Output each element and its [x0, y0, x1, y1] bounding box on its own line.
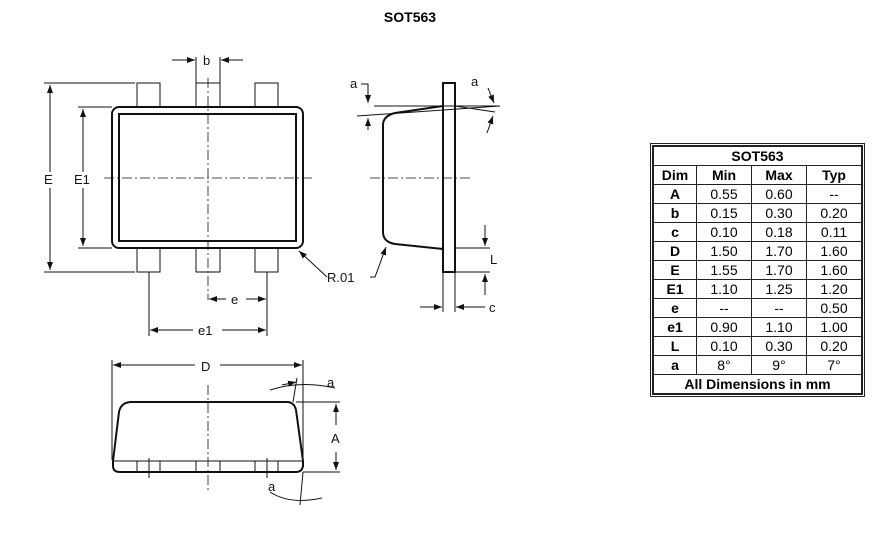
value-cell: 0.10	[696, 336, 752, 356]
value-cell: 8°	[696, 355, 752, 375]
value-cell: 0.18	[751, 222, 807, 242]
value-cell: 1.50	[696, 241, 752, 261]
dim-cell: a	[652, 355, 697, 375]
value-cell: 0.20	[806, 336, 863, 356]
angle-label-a-top: a	[327, 375, 335, 390]
side-view: a a L c	[350, 74, 501, 315]
table-title: SOT563	[652, 145, 863, 166]
angle-label-a-bottom: a	[268, 479, 276, 494]
front-view: D A a a	[111, 359, 340, 506]
value-cell: 1.20	[806, 279, 863, 299]
value-cell: 1.10	[751, 317, 807, 337]
value-cell: 0.10	[696, 222, 752, 242]
dim-label-D: D	[201, 359, 210, 374]
dim-cell: e	[652, 298, 697, 318]
dim-cell: c	[652, 222, 697, 242]
value-cell: 1.60	[806, 260, 863, 280]
dim-label-E1: E1	[74, 172, 90, 187]
value-cell: 0.60	[751, 184, 807, 204]
value-cell: 0.50	[806, 298, 863, 318]
value-cell: 0.11	[806, 222, 863, 242]
dim-cell: b	[652, 203, 697, 223]
dim-cell: E1	[652, 279, 697, 299]
column-header: Dim	[652, 165, 697, 185]
value-cell: 0.15	[696, 203, 752, 223]
value-cell: 0.55	[696, 184, 752, 204]
value-cell: 1.10	[696, 279, 752, 299]
value-cell: --	[751, 298, 807, 318]
value-cell: 7°	[806, 355, 863, 375]
value-cell: 9°	[751, 355, 807, 375]
column-header: Max	[751, 165, 807, 185]
dim-label-c: c	[489, 300, 496, 315]
value-cell: 1.00	[806, 317, 863, 337]
top-view: E E1 b e e1 R.01	[44, 53, 470, 338]
dim-label-L: L	[490, 252, 497, 267]
value-cell: 0.90	[696, 317, 752, 337]
value-cell: 0.20	[806, 203, 863, 223]
value-cell: 1.70	[751, 260, 807, 280]
value-cell: 1.60	[806, 241, 863, 261]
dim-label-e1: e1	[198, 323, 212, 338]
dim-label-E: E	[44, 172, 53, 187]
value-cell: 1.70	[751, 241, 807, 261]
value-cell: 1.25	[751, 279, 807, 299]
angle-label-a-right: a	[471, 74, 479, 89]
dim-cell: E	[652, 260, 697, 280]
dim-cell: A	[652, 184, 697, 204]
value-cell: 0.30	[751, 203, 807, 223]
dim-label-e: e	[231, 292, 238, 307]
dim-cell: e1	[652, 317, 697, 337]
table-row: e----0.50	[652, 298, 863, 318]
dim-label-R: R.01	[327, 270, 354, 285]
value-cell: --	[806, 184, 863, 204]
dim-label-b: b	[203, 53, 210, 68]
table-footer: All Dimensions in mm	[652, 374, 863, 395]
dim-cell: D	[652, 241, 697, 261]
dim-cell: L	[652, 336, 697, 356]
column-header: Min	[696, 165, 752, 185]
drawing-title: SOT563	[383, 9, 437, 25]
value-cell: 0.30	[751, 336, 807, 356]
dim-label-A: A	[331, 431, 340, 446]
value-cell: 1.55	[696, 260, 752, 280]
column-header: Typ	[806, 165, 863, 185]
table-header-row: Dim Min Max Typ	[652, 165, 863, 185]
angle-label-a-left: a	[350, 76, 358, 91]
value-cell: --	[696, 298, 752, 318]
